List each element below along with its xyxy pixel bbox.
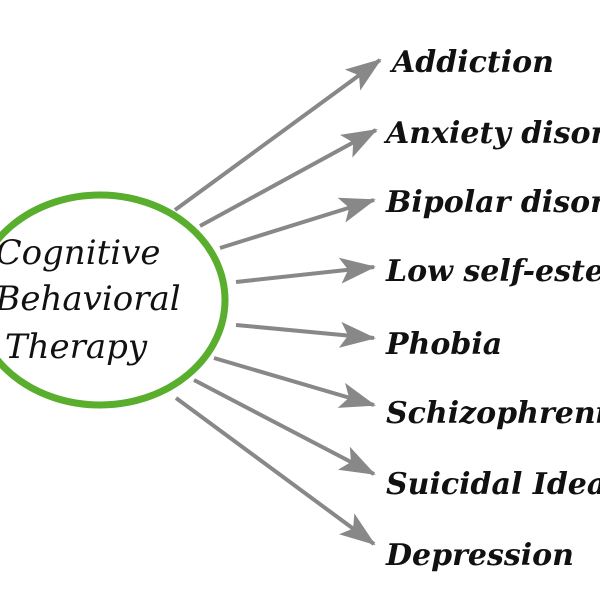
label-schizophrenia: Schizophrenia: [386, 396, 600, 431]
labels: Addiction Anxiety disorders Bipolar diso…: [383, 45, 600, 573]
arrow-depression: [174, 396, 376, 546]
arrow-addiction: [173, 58, 382, 212]
arrow-phobia: [235, 321, 376, 348]
center-ring: [0, 191, 229, 409]
label-depression: Depression: [385, 538, 574, 573]
arrow-suicidal: [193, 378, 376, 476]
label-self-esteem: Low self-esteem: [385, 254, 600, 289]
center-line-2: Behavioral: [0, 279, 181, 319]
arrow-anxiety: [199, 128, 378, 228]
label-phobia: Phobia: [385, 327, 502, 362]
arrows: [173, 58, 382, 546]
arrow-self-esteem: [235, 257, 376, 284]
label-suicidal: Suicidal Ideation: [386, 467, 600, 502]
center-line-3: Therapy: [5, 327, 148, 367]
arrow-bipolar: [219, 197, 376, 250]
label-bipolar: Bipolar disorder: [385, 185, 600, 220]
label-addiction: Addiction: [389, 45, 554, 80]
label-anxiety: Anxiety disorders: [383, 116, 600, 151]
arrow-schizophrenia: [213, 356, 376, 408]
center-line-1: Cognitive: [0, 233, 160, 273]
